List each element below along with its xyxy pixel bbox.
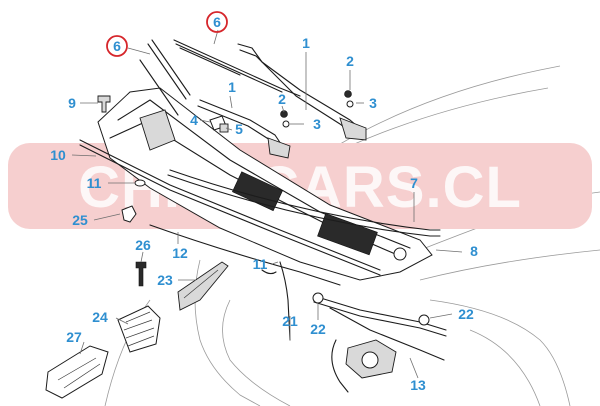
callout-6-top: 6 xyxy=(213,14,221,30)
fasteners xyxy=(97,90,354,133)
pivot-icon xyxy=(418,314,430,326)
callout-9: 9 xyxy=(68,95,76,111)
weatherstrip-10 xyxy=(79,139,381,276)
callout-3-right: 3 xyxy=(369,95,377,111)
washer-hoses xyxy=(261,261,291,341)
callout-13: 13 xyxy=(410,377,426,393)
callout-7: 7 xyxy=(410,175,418,191)
highlight-circle-6-top xyxy=(206,11,228,33)
callout-2-right: 2 xyxy=(346,53,354,69)
highlight-circles xyxy=(106,11,228,57)
callout-2-left: 2 xyxy=(278,91,286,107)
hood-seal-strip xyxy=(167,169,441,237)
nut-icon xyxy=(344,90,352,98)
callout-6-left: 6 xyxy=(113,38,121,54)
callout-27: 27 xyxy=(66,329,82,345)
pivot-icon xyxy=(312,292,324,304)
callout-3-left: 3 xyxy=(313,116,321,132)
callout-11-left: 11 xyxy=(87,175,102,191)
duct-27 xyxy=(45,345,109,399)
callout-5: 5 xyxy=(235,121,243,137)
callout-22-right: 22 xyxy=(458,306,474,322)
callout-24: 24 xyxy=(92,309,108,325)
wiper-blade-left xyxy=(151,39,191,96)
callout-4: 4 xyxy=(190,112,198,128)
screw-icon xyxy=(135,261,147,287)
wiper-linkage xyxy=(312,292,447,393)
wiper-arm-right xyxy=(237,43,365,133)
grommet-icon xyxy=(134,179,146,187)
grille-cover-24 xyxy=(117,305,161,353)
callout-1-left: 1 xyxy=(228,79,236,95)
callout-8: 8 xyxy=(470,243,478,259)
wiper-arms xyxy=(197,43,367,159)
callout-11-center: 11 xyxy=(253,256,268,272)
wiper-blade-right xyxy=(173,39,301,97)
callout-25: 25 xyxy=(72,212,88,228)
callout-21: 21 xyxy=(282,313,298,329)
callout-12: 12 xyxy=(172,245,188,261)
cap-icon xyxy=(219,123,229,133)
trim-piece-23 xyxy=(177,261,229,311)
callout-22-center: 22 xyxy=(310,321,326,337)
bolt-icon xyxy=(97,95,111,113)
callout-10: 10 xyxy=(50,147,66,163)
small-parts-left xyxy=(121,179,147,287)
nut-icon xyxy=(280,110,288,118)
clip-icon xyxy=(121,205,137,223)
vent-grille-right xyxy=(317,213,378,256)
highlight-circle-6-left xyxy=(106,35,128,57)
callout-26: 26 xyxy=(135,237,151,253)
seal-strip-12 xyxy=(149,224,341,286)
callout-1-right: 1 xyxy=(302,35,310,51)
callout-labels: 6 6 1 1 2 2 3 3 4 5 7 8 9 10 11 11 12 13… xyxy=(50,14,478,393)
callout-23: 23 xyxy=(157,272,173,288)
